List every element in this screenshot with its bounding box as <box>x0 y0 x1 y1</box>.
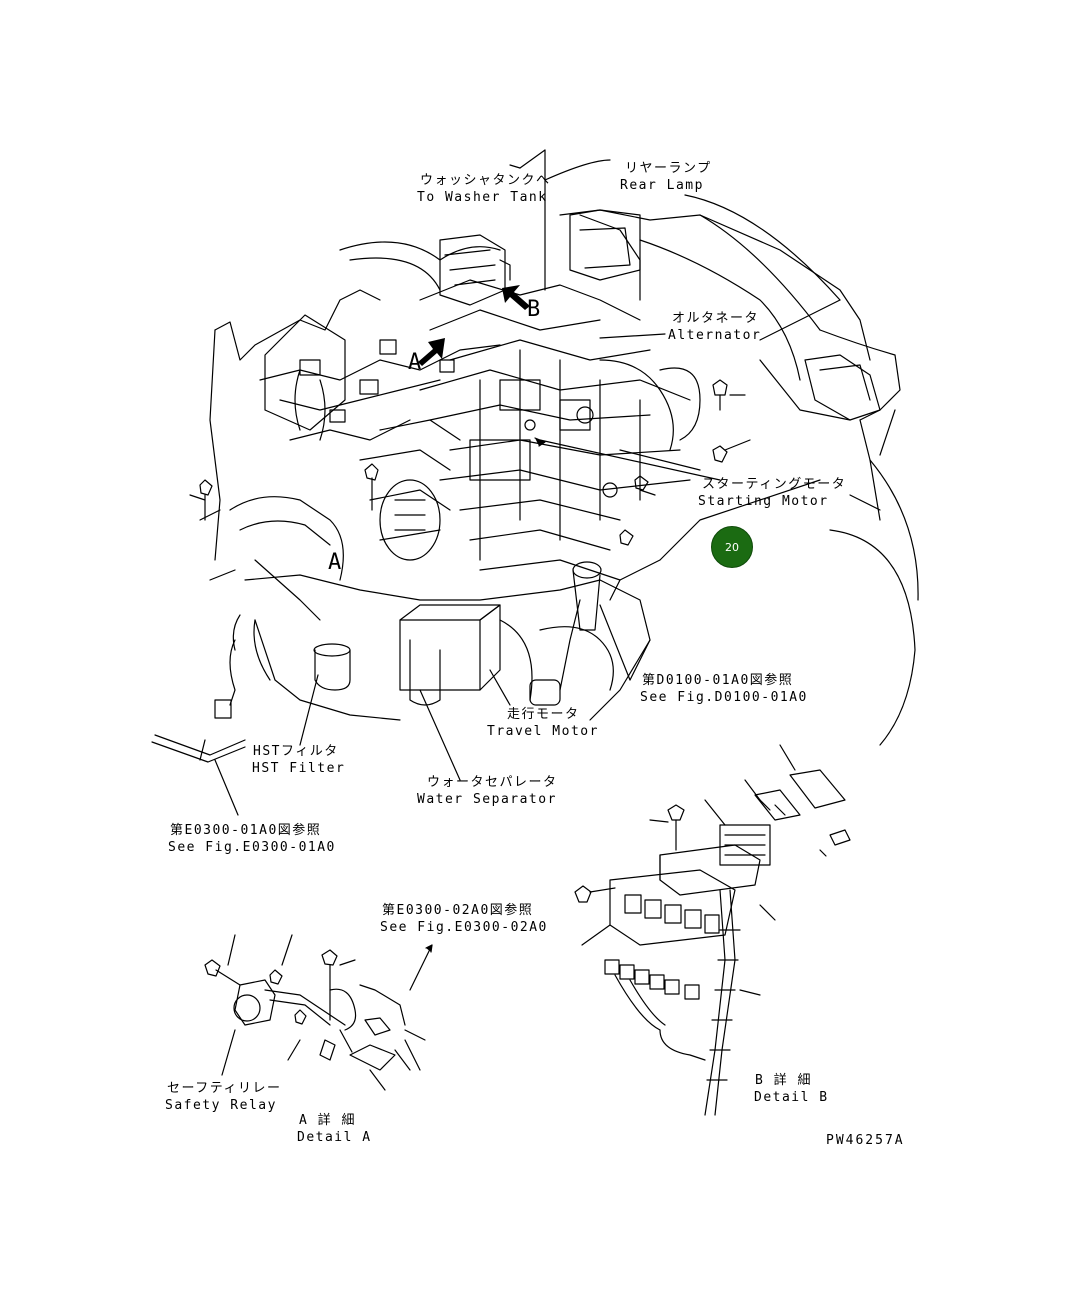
rear-lamp-assembly <box>569 209 881 421</box>
alternator-label-en: Alternator <box>668 328 762 343</box>
safety-relay-label-jp: セーフティリレー <box>167 1081 282 1096</box>
detail-a-drawing <box>204 934 433 1091</box>
ref-d0100-label-jp: 第D0100-01A0図参照 <box>642 673 794 688</box>
callout-20[interactable]: 20 <box>711 526 753 568</box>
detail-b-label-en: Detail B <box>754 1090 829 1105</box>
water-separator-label-jp: ウォータセパレータ <box>427 775 558 790</box>
engine-assembly <box>151 279 701 763</box>
marker-b: B <box>527 297 541 322</box>
rear-lamp-label-jp: リヤーランプ <box>625 161 712 176</box>
drawing-number: PW46257A <box>826 1133 905 1148</box>
detail-b-drawing <box>574 744 851 1116</box>
direction-arrows[interactable] <box>418 285 530 366</box>
water-separator-label-en: Water Separator <box>417 792 557 807</box>
detail-a-label-jp: A 詳 細 <box>299 1113 356 1128</box>
detail-a-label-en: Detail A <box>297 1130 372 1145</box>
leader-lines <box>189 149 896 816</box>
ref-e0300-01-label-en: See Fig.E0300-01A0 <box>168 840 336 855</box>
alternator-label-jp: オルタネータ <box>672 311 760 326</box>
washer-tank-label-en: To Washer Tank <box>417 190 548 205</box>
hst-filter-label-jp: HSTフィルタ <box>253 744 339 759</box>
detail-b-label-jp: B 詳 細 <box>755 1073 812 1088</box>
ref-e0300-01-label-jp: 第E0300-01A0図参照 <box>170 823 322 838</box>
ref-d0100-label-en: See Fig.D0100-01A0 <box>640 690 808 705</box>
machine-body-outline <box>209 209 919 746</box>
travel-motor-label-jp: 走行モータ <box>507 707 580 722</box>
washer-tank-label-jp: ウォッシャタンクへ <box>420 173 551 188</box>
rear-lamp-label-en: Rear Lamp <box>620 178 704 193</box>
safety-relay-label-en: Safety Relay <box>165 1098 277 1113</box>
bolts <box>199 379 728 546</box>
travel-motor-label-en: Travel Motor <box>487 724 599 739</box>
washer-tank-part <box>439 234 511 306</box>
ref-e0300-02-label-en: See Fig.E0300-02A0 <box>380 920 548 935</box>
ref-e0300-02-label-jp: 第E0300-02A0図参照 <box>382 903 534 918</box>
starting-motor-label-jp: スターティングモータ <box>702 477 847 492</box>
starting-motor-label-en: Starting Motor <box>698 494 829 509</box>
hst-filter-label-en: HST Filter <box>252 761 346 776</box>
marker-a: A <box>408 350 422 375</box>
marker-a-lower: A <box>328 550 342 575</box>
